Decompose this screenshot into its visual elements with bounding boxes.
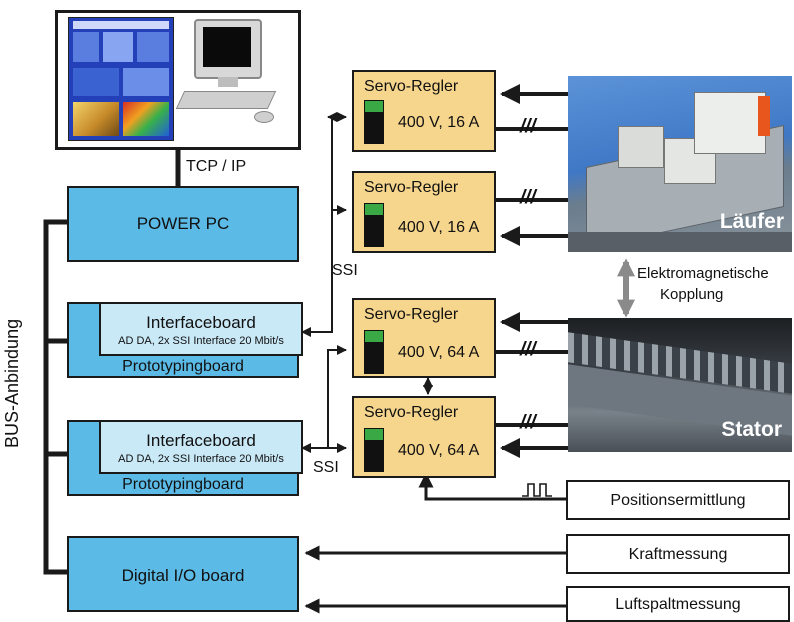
laeufer-label: Läufer <box>719 210 784 233</box>
monitor-icon <box>194 19 262 79</box>
servo-4-gauge <box>364 428 384 472</box>
servo-controller-3: Servo-Regler 400 V, 64 A <box>352 298 496 378</box>
prototyping-board-1-label: Prototypingboard <box>122 358 244 375</box>
servo-1-title: Servo-Regler <box>364 78 459 95</box>
servo-4-title: Servo-Regler <box>364 404 459 421</box>
interface-board-1-title: Interfaceboard <box>146 313 256 332</box>
phase-mark-1: /// <box>520 116 536 137</box>
servo-3-rating: 400 V, 64 A <box>398 344 480 361</box>
power-pc-label: POWER PC <box>136 214 230 233</box>
servo-3-title: Servo-Regler <box>364 306 459 323</box>
coupling-label-line-1: Elektromagnetische <box>637 265 769 282</box>
interface-board-2: Interfaceboard AD DA, 2x SSI Interface 2… <box>99 420 303 474</box>
phase-mark-3: /// <box>520 339 536 360</box>
stator-label: Stator <box>721 418 782 441</box>
servo-2-rating: 400 V, 16 A <box>398 219 480 236</box>
phase-mark-2: /// <box>520 187 536 208</box>
phase-mark-4: /// <box>520 412 536 433</box>
interface-board-2-title: Interfaceboard <box>146 431 256 450</box>
digital-io-label: Digital I/O board <box>121 566 245 585</box>
digital-io-box: Digital I/O board <box>67 536 299 612</box>
ssi-label-lower: SSI <box>313 459 339 476</box>
servo-controller-4: Servo-Regler 400 V, 64 A <box>352 396 496 478</box>
servo-2-gauge <box>364 203 384 247</box>
prototyping-board-1: Interfaceboard AD DA, 2x SSI Interface 2… <box>67 302 303 378</box>
position-sensor-label: Positionsermittlung <box>610 492 746 509</box>
interface-board-1-subtitle: AD DA, 2x SSI Interface 20 Mbit/s <box>118 335 284 347</box>
interface-board-2-subtitle: AD DA, 2x SSI Interface 20 Mbit/s <box>118 453 284 465</box>
servo-controller-2: Servo-Regler 400 V, 16 A <box>352 171 496 253</box>
servo-4-rating: 400 V, 64 A <box>398 442 480 459</box>
servo-1-gauge <box>364 100 384 144</box>
bus-label: BUS-Anbindung <box>2 318 22 448</box>
laeufer-photo: Läufer <box>568 76 792 252</box>
position-sensor-box: Positionsermittlung <box>566 480 790 520</box>
airgap-sensor-box: Luftspaltmessung <box>566 586 790 622</box>
control-pc-picture <box>55 10 301 150</box>
airgap-sensor-label: Luftspaltmessung <box>615 596 741 613</box>
servo-3-gauge <box>364 330 384 374</box>
keyboard-icon <box>175 91 277 109</box>
coupling-label-line-2: Kopplung <box>660 286 724 303</box>
servo-1-rating: 400 V, 16 A <box>398 114 480 131</box>
hmi-screen-thumbnail <box>68 17 174 141</box>
prototyping-board-2-label: Prototypingboard <box>122 476 244 493</box>
ssi-label-upper: SSI <box>332 262 358 279</box>
force-sensor-box: Kraftmessung <box>566 534 790 574</box>
force-sensor-label: Kraftmessung <box>628 546 728 563</box>
stator-photo: Stator <box>568 318 792 452</box>
pulse-signal-icon <box>522 483 552 497</box>
prototyping-board-2: Interfaceboard AD DA, 2x SSI Interface 2… <box>67 420 303 496</box>
power-pc-box: POWER PC <box>67 186 299 262</box>
servo-controller-1: Servo-Regler 400 V, 16 A <box>352 70 496 152</box>
interface-board-1: Interfaceboard AD DA, 2x SSI Interface 2… <box>99 302 303 356</box>
mouse-icon <box>254 111 274 123</box>
servo-2-title: Servo-Regler <box>364 179 459 196</box>
tcp-ip-label: TCP / IP <box>186 158 247 175</box>
